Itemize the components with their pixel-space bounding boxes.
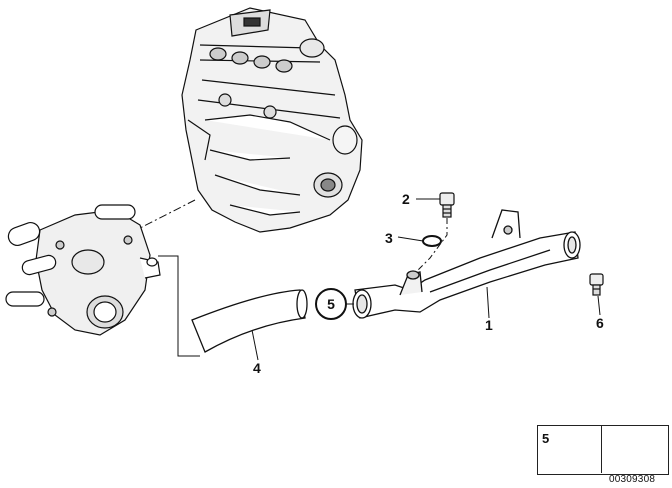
leader-bolt-right — [597, 295, 601, 316]
legend-divider — [601, 425, 602, 473]
callout-3: 3 — [385, 230, 393, 246]
bolt-top-illustration — [439, 192, 455, 218]
water-pump-illustration — [5, 204, 161, 336]
leader-hose — [251, 329, 259, 361]
reference-code: 00309308 — [609, 474, 656, 485]
hose-illustration — [191, 289, 308, 353]
leader-seal-ring — [397, 236, 424, 242]
callout-4: 4 — [253, 360, 261, 376]
engine-block-illustration — [181, 7, 363, 233]
pump-to-hose-bracket — [158, 255, 200, 357]
callout-6: 6 — [596, 315, 604, 331]
seal-ring-illustration — [422, 235, 442, 247]
callout-5-circled: 5 — [315, 288, 347, 320]
legend-item-number: 5 — [542, 431, 550, 446]
bolt-right-illustration — [589, 273, 604, 296]
leader-pipe — [486, 286, 490, 319]
callout-2: 2 — [402, 191, 410, 207]
bolt-axis-line — [417, 218, 448, 271]
legend-box — [537, 425, 669, 475]
engine-to-pump-line — [139, 199, 196, 229]
callout-1: 1 — [485, 317, 493, 333]
coolant-pipe-illustration — [352, 209, 581, 319]
